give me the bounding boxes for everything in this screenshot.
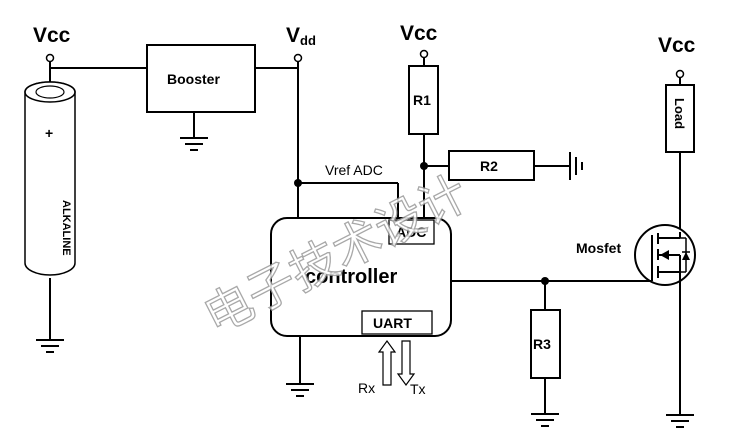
vref-adc-label: Vref ADC	[325, 162, 383, 178]
r3-label: R3	[533, 336, 551, 352]
load-box	[665, 84, 695, 153]
ground-symbol-r3	[531, 413, 559, 427]
ground-symbol-booster	[180, 137, 208, 151]
vdd-label-main: V	[286, 24, 300, 47]
uart-label: UART	[373, 315, 412, 331]
uart-box	[361, 310, 433, 335]
tx-arrow	[396, 340, 416, 387]
vcc-right-label: Vcc	[658, 34, 696, 57]
booster-label: Booster	[167, 71, 220, 87]
vdd-terminal	[293, 53, 303, 63]
load-label: Load	[672, 98, 687, 129]
tx-label: Tx	[410, 381, 426, 397]
ground-symbol-battery	[36, 339, 64, 353]
adc-label: ADC	[396, 224, 426, 240]
mosfet-symbol	[634, 224, 696, 308]
r2-resistor	[448, 150, 535, 181]
vcc-left-label: Vcc	[33, 24, 71, 47]
controller-label: controller	[305, 266, 397, 288]
controller-box	[270, 217, 452, 337]
vcc-mid-label: Vcc	[400, 22, 438, 45]
adc-box	[388, 219, 435, 245]
r1-resistor	[408, 65, 439, 135]
battery-label: ALKALINE	[60, 200, 72, 256]
junction-r3	[541, 277, 549, 285]
ground-symbol-r2	[569, 152, 583, 180]
r2-label: R2	[480, 158, 498, 174]
power-terminals	[45, 49, 685, 79]
ground-symbol-mosfet	[666, 414, 694, 428]
mosfet-label: Mosfet	[576, 240, 621, 256]
battery-plus-sign: +	[45, 125, 53, 141]
r1-label: R1	[413, 92, 431, 108]
vcc-mid-terminal	[419, 49, 429, 59]
vdd-label: Vdd	[286, 24, 316, 48]
junction-r1-r2	[420, 162, 428, 170]
alkaline-battery: + ALKALINE	[24, 81, 76, 276]
r3-resistor	[530, 309, 561, 379]
vcc-left-terminal	[45, 53, 55, 63]
ground-symbol-controller	[286, 383, 314, 397]
rx-label: Rx	[358, 380, 375, 396]
junction-vdd	[294, 179, 302, 187]
vdd-label-sub: dd	[300, 33, 316, 48]
booster-box	[146, 44, 256, 113]
junction-dots	[294, 162, 549, 285]
wires	[49, 58, 681, 415]
rx-arrow	[377, 339, 397, 386]
vcc-right-terminal	[675, 69, 685, 79]
